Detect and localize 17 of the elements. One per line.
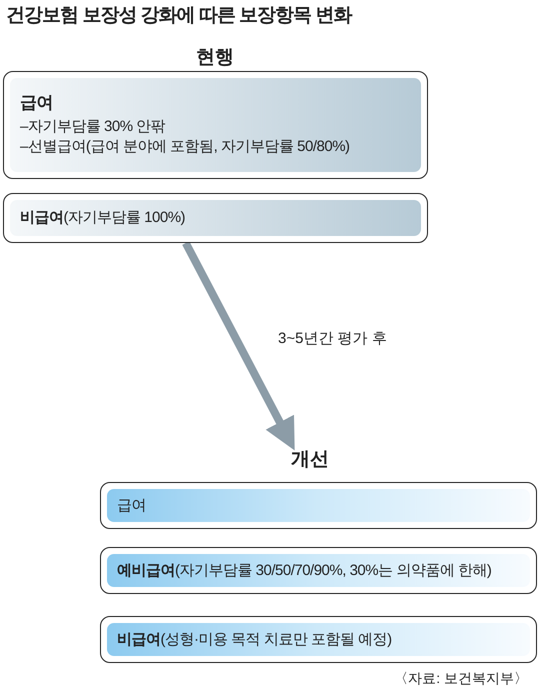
arrow — [182, 241, 295, 450]
box-text: 예비급여(자기부담률 30/50/70/90%, 30%는 의약품에 한해) — [117, 560, 492, 580]
source-caption: 〈자료: 보건복지부〉 — [394, 669, 528, 688]
section-heading: 개선 — [284, 448, 336, 472]
title: 건강보험 보장성 강화에 따른 보장항목 변화 — [6, 4, 352, 28]
box-text: 비급여(자기부담률 100%) — [20, 208, 186, 228]
rounded-box — [100, 547, 537, 594]
box-text: 급여 — [117, 496, 147, 516]
rounded-box — [100, 482, 537, 529]
rounded-box — [100, 616, 537, 663]
rounded-box — [3, 71, 428, 179]
box-text: –선별급여(급여 분야에 포함됨, 자기부담률 50/80%) — [20, 137, 351, 157]
box-text: –자기부담률 30% 안팎 — [20, 117, 166, 137]
rounded-box — [3, 193, 428, 243]
box-text: 비급여(성형·미용 목적 치료만 포함될 예정) — [117, 630, 393, 650]
box-heading: 급여 — [20, 93, 54, 113]
section-heading: 현행 — [195, 46, 235, 70]
